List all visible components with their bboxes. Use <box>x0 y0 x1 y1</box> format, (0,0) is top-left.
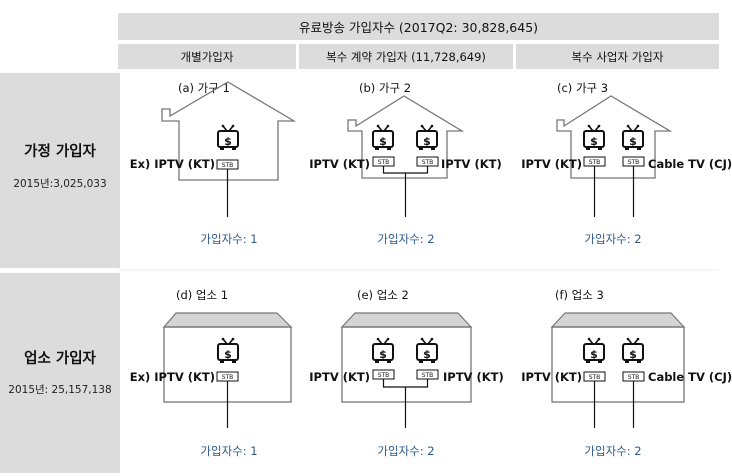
row-count-home: 2015년:3,025,033 <box>13 178 107 190</box>
house-b <box>347 95 465 179</box>
stb-label: STB <box>628 374 640 381</box>
dollar-icon: $ <box>590 348 598 361</box>
dollar-icon: $ <box>423 135 431 148</box>
count-e: 가입자수: 2 <box>377 444 434 458</box>
caption-b: (b) 가구 2 <box>359 81 411 95</box>
count-c: 가입자수: 2 <box>584 232 641 246</box>
shop-body-e <box>341 326 472 403</box>
stb-label: STB <box>422 372 434 379</box>
provider-label-left: Ex) IPTV (KT) <box>130 370 215 384</box>
stb-label: STB <box>378 159 390 166</box>
count-b: 가입자수: 2 <box>377 232 434 246</box>
provider-label-right: IPTV (KT) <box>441 157 502 171</box>
shop-body-f <box>551 326 685 403</box>
stb-label: STB <box>422 159 434 166</box>
column-header-individual: 개별가입자 <box>118 44 296 69</box>
provider-label-right: IPTV (KT) <box>443 370 504 384</box>
shop-roof-f <box>550 312 686 328</box>
cell-d: (d) 업소 1 $ STB Ex) IPTV (KT) 가입자수: 1 <box>130 288 293 458</box>
row-header-home <box>0 73 120 268</box>
stb-label: STB <box>222 162 234 169</box>
dollar-icon: $ <box>379 348 387 361</box>
dollar-icon: $ <box>629 348 637 361</box>
dollar-icon: $ <box>379 135 387 148</box>
provider-label-left: Ex) IPTV (KT) <box>130 157 215 171</box>
house-c <box>556 95 673 179</box>
column-header-multi-provider: 복수 사업자 가입자 <box>516 44 719 69</box>
column-header-multi-contract: 복수 계약 가입자 (11,728,649) <box>299 44 513 69</box>
caption-a: (a) 가구 1 <box>178 81 230 95</box>
count-f: 가입자수: 2 <box>584 444 641 458</box>
dollar-icon: $ <box>590 135 598 148</box>
cell-f: (f) 업소 3 $ $ STB STB IPTV (KT) Cable TV … <box>521 288 732 458</box>
row-title-home: 가정 가입자 <box>24 144 96 160</box>
table-title: 유료방송 가입자수 (2017Q2: 30,828,645) <box>118 13 719 40</box>
provider-label-right: Cable TV (CJ) <box>648 370 732 384</box>
caption-e: (e) 업소 2 <box>357 288 409 302</box>
provider-label-left: IPTV (KT) <box>309 370 370 384</box>
provider-label-left: IPTV (KT) <box>309 157 370 171</box>
cell-a: (a) 가구 1 $ STB Ex) IPTV (KT) 가입자수: 1 <box>130 81 297 246</box>
stb-label: STB <box>628 159 640 166</box>
provider-label-left: IPTV (KT) <box>521 370 582 384</box>
caption-d: (d) 업소 1 <box>176 288 228 302</box>
caption-c: (c) 가구 3 <box>557 81 608 95</box>
stb-label: STB <box>222 374 234 381</box>
dollar-icon: $ <box>629 135 637 148</box>
stb-label: STB <box>589 159 601 166</box>
shop-roof-d <box>162 312 293 328</box>
stb-label: STB <box>589 374 601 381</box>
dollar-icon: $ <box>423 348 431 361</box>
provider-label-right: Cable TV (CJ) <box>648 157 732 171</box>
cell-e: (e) 업소 2 $ $ STB STB IPTV (KT) IPTV (KT)… <box>309 288 503 458</box>
caption-f: (f) 업소 3 <box>555 288 604 302</box>
row-header-business <box>0 273 120 473</box>
house-a <box>161 81 297 181</box>
dollar-icon: $ <box>224 135 232 148</box>
count-d: 가입자수: 1 <box>200 444 257 458</box>
count-a: 가입자수: 1 <box>200 232 257 246</box>
cell-c: (c) 가구 3 $ $ STB STB IPTV (KT) Cable TV … <box>521 81 732 246</box>
dollar-icon: $ <box>224 348 232 361</box>
row-title-business: 업소 가입자 <box>24 351 96 367</box>
stb-label: STB <box>378 372 390 379</box>
cell-b: (b) 가구 2 $ $ STB STB IPTV (KT) IPTV (KT)… <box>309 81 501 246</box>
row-count-business: 2015년: 25,157,138 <box>8 384 112 396</box>
provider-label-left: IPTV (KT) <box>521 157 582 171</box>
shop-roof-e <box>340 312 473 328</box>
